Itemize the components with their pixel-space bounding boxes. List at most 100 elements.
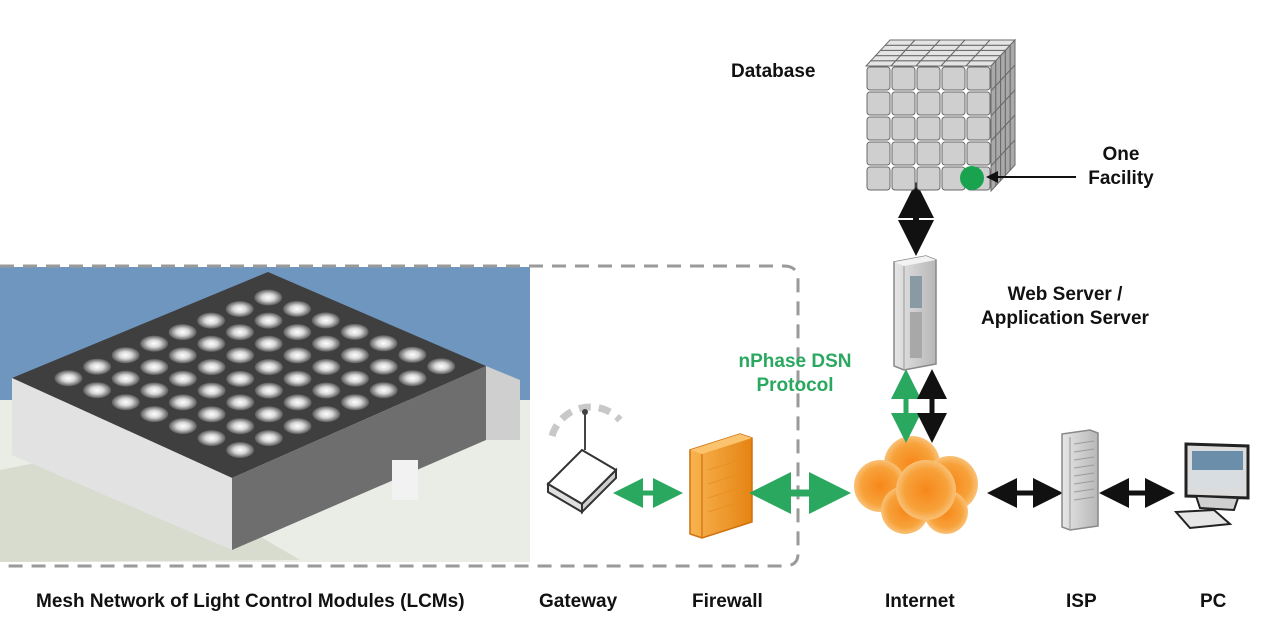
lamp-icon — [369, 382, 398, 399]
lamp-icon — [312, 382, 341, 399]
lamp-icon — [340, 323, 369, 340]
cube-side-cell — [1009, 138, 1016, 172]
lamp-icon — [254, 359, 283, 376]
lamp-icon — [254, 382, 283, 399]
lamp-icon — [283, 394, 312, 411]
lamp-icon — [369, 335, 398, 352]
pc-label: PC — [1200, 591, 1227, 612]
lamp-icon — [168, 370, 197, 387]
lamp-icon — [226, 418, 255, 435]
lamp-icon — [341, 370, 369, 387]
lamp-icon — [225, 324, 254, 341]
lamp-icon — [83, 358, 112, 375]
lamp-icon — [54, 370, 83, 387]
cube-front-cell — [866, 166, 891, 191]
cube-front-cell — [966, 116, 991, 141]
mesh-network-label: Mesh Network of Light Control Modules (L… — [36, 591, 465, 612]
server-tower-icon — [893, 255, 937, 371]
lamp-icon — [283, 347, 312, 364]
database-label: Database — [731, 61, 816, 82]
cube-front-cell — [966, 91, 991, 116]
lamp-icon — [427, 358, 456, 375]
lamp-icon — [398, 370, 427, 387]
cube-front-cell — [941, 141, 966, 166]
pc-icon — [1173, 442, 1250, 530]
lamp-icon — [140, 335, 169, 352]
lamp-icon — [197, 382, 226, 399]
web-server-line1: Web Server / — [1007, 284, 1123, 305]
cube-side-cell — [995, 154, 1002, 188]
lamp-icon — [369, 358, 398, 375]
lamp-icon — [254, 312, 283, 329]
one-facility-line2: Facility — [1088, 168, 1154, 189]
lamp-icon — [226, 442, 255, 458]
cube-front-cell — [866, 141, 891, 166]
cube-side-cell — [990, 159, 997, 193]
cube-front-cell — [891, 66, 916, 91]
lamp-icon — [341, 394, 369, 411]
cube-front-cell — [916, 166, 941, 191]
cube-front-cell — [866, 91, 891, 116]
cube-front-cell — [916, 116, 941, 141]
cube-side-cell — [1004, 143, 1011, 177]
lamp-icon — [283, 324, 312, 341]
cube-front-cell — [916, 91, 941, 116]
lamp-icon — [140, 382, 169, 399]
mesh-network-boundary — [0, 264, 800, 568]
cube-front-cell — [966, 66, 991, 91]
lamp-icon — [312, 359, 341, 375]
cube-front-cell — [891, 91, 916, 116]
building-icon — [0, 267, 530, 562]
cube-front-cell — [866, 116, 891, 141]
cube-front-cell — [941, 116, 966, 141]
cube-front-cell — [891, 166, 916, 191]
lamp-grid — [54, 289, 456, 458]
lamp-icon — [140, 359, 169, 375]
gateway-router-icon — [546, 403, 623, 515]
lamp-icon — [254, 430, 283, 447]
lamp-icon — [111, 347, 140, 364]
lamp-icon — [111, 394, 140, 411]
lamp-icon — [226, 394, 255, 411]
facility-dot — [960, 166, 984, 190]
database-cube-icon — [864, 38, 1017, 193]
firewall-label: Firewall — [692, 591, 763, 612]
cube-front-cell — [891, 141, 916, 166]
gateway-label: Gateway — [539, 591, 618, 612]
cube-front-cell — [866, 66, 891, 91]
lamp-icon — [168, 324, 197, 341]
internet-label: Internet — [885, 591, 955, 612]
lamp-icon — [197, 359, 226, 376]
internet-cloud-icon — [854, 436, 978, 534]
lamp-icon — [283, 418, 312, 435]
lamp-icon — [197, 312, 226, 329]
lamp-icon — [311, 312, 340, 329]
cube-front-cell — [966, 141, 991, 166]
lamp-icon — [398, 346, 427, 363]
lamp-icon — [140, 406, 169, 423]
web-server-line2: Application Server — [981, 308, 1149, 329]
lamp-icon — [283, 300, 311, 317]
one-facility-label: One Facility — [1076, 143, 1166, 191]
lamp-icon — [197, 335, 226, 352]
lamp-icon — [168, 394, 197, 411]
lamp-icon — [111, 370, 140, 387]
lamp-icon — [312, 406, 341, 423]
protocol-line2: Protocol — [756, 375, 834, 396]
cube-front-cell — [891, 116, 916, 141]
isp-server-icon — [1061, 429, 1099, 531]
lamp-icon — [340, 347, 369, 364]
lamp-icon — [168, 347, 197, 364]
lamp-icon — [254, 406, 283, 423]
firewall-icon — [689, 433, 753, 539]
lamp-icon — [226, 347, 255, 364]
lamp-icon — [283, 370, 312, 387]
lamp-icon — [254, 335, 283, 352]
lamp-icon — [197, 430, 226, 447]
lamp-icon — [83, 382, 112, 399]
protocol-label: nPhase DSN Protocol — [720, 350, 870, 398]
lamp-icon — [254, 289, 283, 306]
isp-label: ISP — [1066, 591, 1097, 612]
cube-front-cell — [941, 66, 966, 91]
